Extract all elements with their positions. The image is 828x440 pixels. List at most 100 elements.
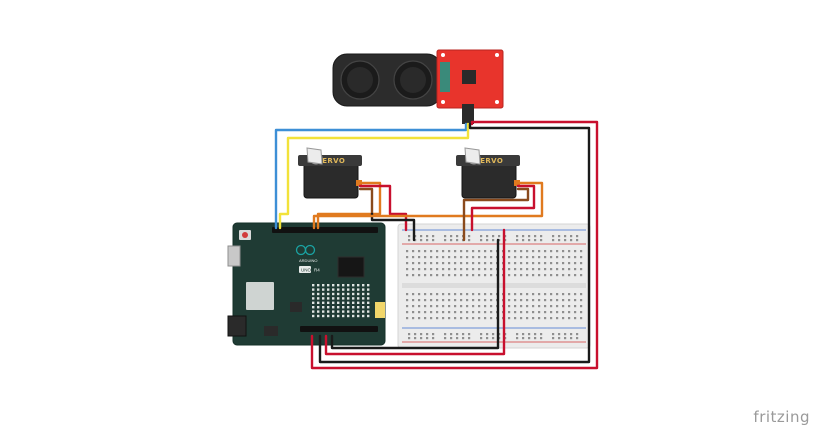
breadboard-hole <box>550 256 553 259</box>
breadboard-hole <box>454 305 457 308</box>
breadboard-hole <box>550 293 553 296</box>
matrix-led <box>317 301 320 304</box>
breadboard-hole <box>484 274 487 277</box>
breadboard-hole <box>552 333 555 336</box>
breadboard-hole <box>534 235 537 238</box>
wire-orange-servo-right <box>312 181 544 230</box>
breadboard-hole <box>436 274 439 277</box>
breadboard-hole <box>568 305 571 308</box>
breadboard-hole <box>538 256 541 259</box>
breadboard-hole <box>562 305 565 308</box>
breadboard-hole <box>460 274 463 277</box>
breadboard-hole <box>550 268 553 271</box>
breadboard-hole <box>580 317 583 320</box>
led-matrix <box>312 284 370 318</box>
breadboard-hole <box>414 333 417 336</box>
breadboard-hole <box>562 317 565 320</box>
breadboard-hole <box>424 256 427 259</box>
breadboard-hole <box>520 317 523 320</box>
breadboard-hole <box>478 256 481 259</box>
breadboard-hole <box>562 293 565 296</box>
breadboard-hole <box>408 337 411 340</box>
breadboard-hole <box>556 274 559 277</box>
breadboard-holes <box>406 235 583 340</box>
breadboard-hole <box>406 268 409 271</box>
breadboard-hole <box>528 337 531 340</box>
matrix-led <box>322 288 325 291</box>
matrix-led <box>367 306 370 309</box>
breadboard-hole <box>444 333 447 336</box>
breadboard-hole <box>580 299 583 302</box>
breadboard-hole <box>520 262 523 265</box>
breadboard-hole <box>466 293 469 296</box>
matrix-led <box>342 306 345 309</box>
breadboard-hole <box>454 317 457 320</box>
matrix-led <box>327 301 330 304</box>
breadboard-hole <box>414 337 417 340</box>
matrix-led <box>327 306 330 309</box>
servo-left: SERVO <box>298 147 362 199</box>
matrix-led <box>327 310 330 313</box>
breadboard-hole <box>460 305 463 308</box>
breadboard-hole <box>412 293 415 296</box>
matrix-led <box>327 292 330 296</box>
matrix-led <box>317 297 320 300</box>
breadboard-hole <box>454 274 457 277</box>
breadboard-hole <box>426 333 429 336</box>
breadboard-hole <box>556 311 559 314</box>
matrix-led <box>342 310 345 313</box>
matrix-led <box>357 297 360 300</box>
breadboard-hole <box>564 235 567 238</box>
breadboard-hole <box>418 293 421 296</box>
breadboard-hole <box>540 333 543 336</box>
matrix-led <box>322 301 325 304</box>
matrix-led <box>357 306 360 309</box>
breadboard-hole <box>418 305 421 308</box>
breadboard-hole <box>448 262 451 265</box>
breadboard-hole <box>424 268 427 271</box>
breadboard-hole <box>442 256 445 259</box>
matrix-led <box>337 314 340 318</box>
matrix-led <box>327 314 330 318</box>
breadboard-hole <box>532 268 535 271</box>
breadboard-hole <box>574 268 577 271</box>
breadboard-hole <box>466 274 469 277</box>
breadboard-hole <box>508 293 511 296</box>
breadboard-hole <box>412 311 415 314</box>
breadboard-hole <box>456 239 459 242</box>
servo-left-label: SERVO <box>317 157 345 165</box>
wire-red-servo-left <box>358 184 408 232</box>
breadboard-hole <box>406 250 409 253</box>
breadboard-hole <box>532 262 535 265</box>
breadboard-hole <box>558 333 561 336</box>
breadboard-hole <box>430 250 433 253</box>
breadboard-hole <box>576 333 579 336</box>
matrix-led <box>342 301 345 304</box>
breadboard-hole <box>508 262 511 265</box>
breadboard-hole <box>568 293 571 296</box>
breadboard-hole <box>508 299 511 302</box>
breadboard-hole <box>450 239 453 242</box>
breadboard-hole <box>532 305 535 308</box>
matrix-led <box>332 306 335 309</box>
breadboard-hole <box>492 337 495 340</box>
breadboard-hole <box>460 299 463 302</box>
wire-red-servo-right <box>470 184 536 232</box>
breadboard-hole <box>450 235 453 238</box>
breadboard-hole <box>556 250 559 253</box>
breadboard-hole <box>448 256 451 259</box>
breadboard-hole <box>406 293 409 296</box>
breadboard-hole <box>450 337 453 340</box>
breadboard-hole <box>436 293 439 296</box>
breadboard-hole <box>472 293 475 296</box>
breadboard-hole <box>424 262 427 265</box>
breadboard-hole <box>568 317 571 320</box>
matrix-led <box>362 310 365 313</box>
breadboard-hole <box>472 256 475 259</box>
matrix-led <box>312 284 315 287</box>
breadboard-hole <box>478 311 481 314</box>
breadboard-hole <box>576 235 579 238</box>
matrix-led <box>347 292 350 296</box>
breadboard-hole <box>460 256 463 259</box>
